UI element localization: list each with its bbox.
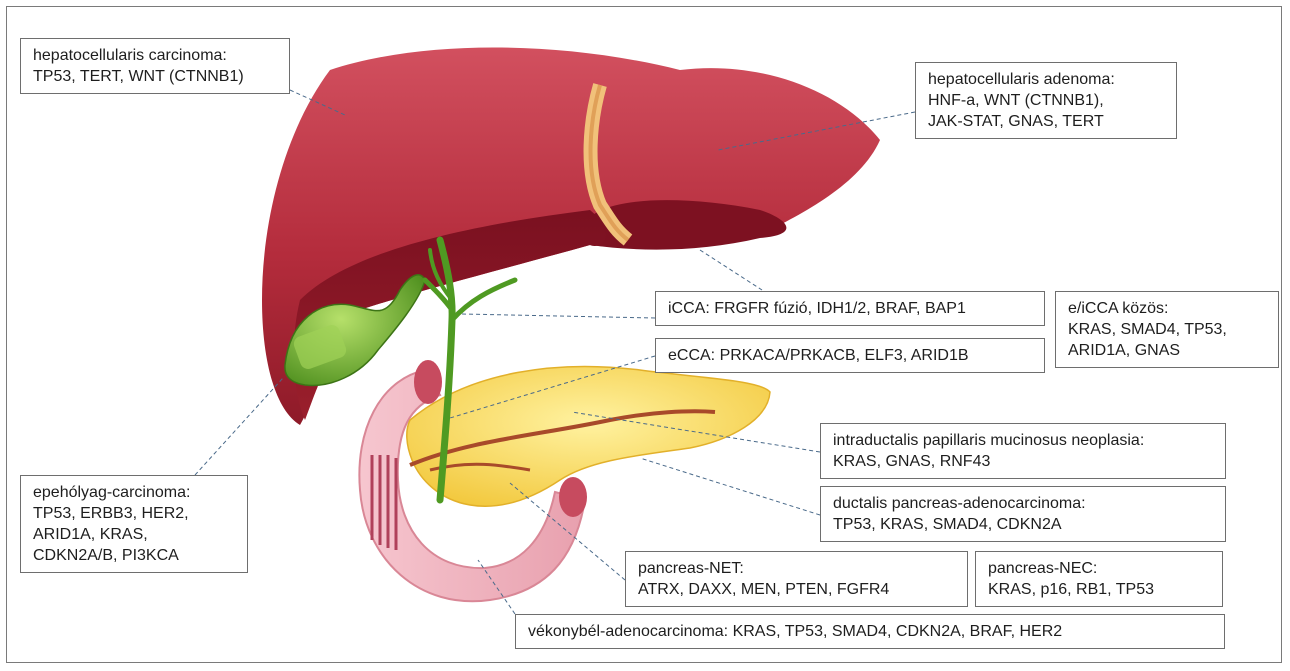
label-title: e/iCCA közös:: [1068, 298, 1266, 319]
label-genes: KRAS, GNAS, RNF43: [833, 451, 1213, 472]
label-e-icca-common: e/iCCA közös: KRAS, SMAD4, TP53, ARID1A,…: [1055, 291, 1279, 368]
label-genes: JAK-STAT, GNAS, TERT: [928, 111, 1164, 132]
label-title: ductalis pancreas-adenocarcinoma:: [833, 493, 1213, 514]
label-genes: HNF-a, WNT (CTNNB1),: [928, 90, 1164, 111]
label-genes: ARID1A, KRAS,: [33, 524, 235, 545]
label-title: hepatocellularis adenoma:: [928, 69, 1164, 90]
label-text: iCCA: FRGFR fúzió, IDH1/2, BRAF, BAP1: [668, 298, 1032, 319]
label-title: hepatocellularis carcinoma:: [33, 45, 277, 66]
label-small-bowel-adenocarcinoma: vékonybél-adenocarcinoma: KRAS, TP53, SM…: [515, 614, 1225, 649]
label-genes: TP53, ERBB3, HER2,: [33, 503, 235, 524]
label-hepatocellular-adenoma: hepatocellularis adenoma: HNF-a, WNT (CT…: [915, 62, 1177, 139]
label-genes: KRAS, p16, RB1, TP53: [988, 579, 1210, 600]
label-ecca: eCCA: PRKACA/PRKACB, ELF3, ARID1B: [655, 338, 1045, 373]
label-title: pancreas-NET:: [638, 558, 955, 579]
label-genes: TP53, TERT, WNT (CTNNB1): [33, 66, 277, 87]
label-gallbladder-carcinoma: epehólyag-carcinoma: TP53, ERBB3, HER2, …: [20, 475, 248, 573]
label-genes: KRAS, SMAD4, TP53,: [1068, 319, 1266, 340]
pancreas: [407, 367, 770, 507]
label-genes: TP53, KRAS, SMAD4, CDKN2A: [833, 514, 1213, 535]
label-ductal-pancreatic-adenocarcinoma: ductalis pancreas-adenocarcinoma: TP53, …: [820, 486, 1226, 542]
label-title: epehólyag-carcinoma:: [33, 482, 235, 503]
label-genes: ATRX, DAXX, MEN, PTEN, FGFR4: [638, 579, 955, 600]
label-icca: iCCA: FRGFR fúzió, IDH1/2, BRAF, BAP1: [655, 291, 1045, 326]
label-text: eCCA: PRKACA/PRKACB, ELF3, ARID1B: [668, 345, 1032, 366]
label-pancreas-nec: pancreas-NEC: KRAS, p16, RB1, TP53: [975, 551, 1223, 607]
label-title: pancreas-NEC:: [988, 558, 1210, 579]
label-ipmn: intraductalis papillaris mucinosus neopl…: [820, 423, 1226, 479]
label-genes: CDKN2A/B, PI3KCA: [33, 545, 235, 566]
label-pancreas-net: pancreas-NET: ATRX, DAXX, MEN, PTEN, FGF…: [625, 551, 968, 607]
label-genes: ARID1A, GNAS: [1068, 340, 1266, 361]
label-title: intraductalis papillaris mucinosus neopl…: [833, 430, 1213, 451]
label-hepatocellular-carcinoma: hepatocellularis carcinoma: TP53, TERT, …: [20, 38, 290, 94]
label-text: vékonybél-adenocarcinoma: KRAS, TP53, SM…: [528, 621, 1212, 642]
